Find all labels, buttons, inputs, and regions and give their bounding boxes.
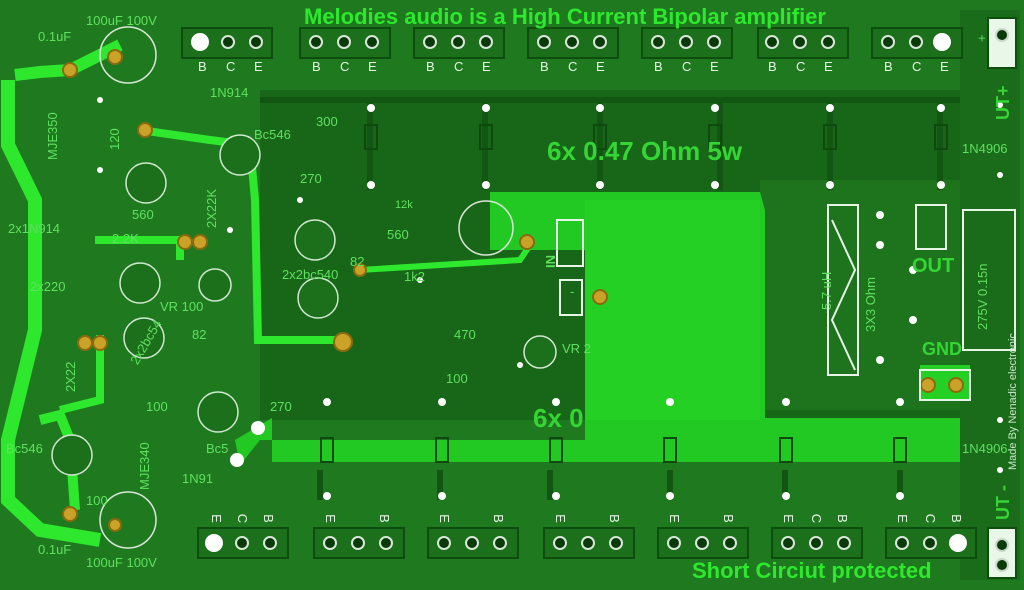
pin-label: C [340, 59, 350, 74]
pin-label: B [606, 514, 622, 523]
pin-label: E [894, 514, 910, 523]
diode-label: 1N4906 [962, 141, 1008, 156]
cap-label: 275V 0.15n [975, 263, 990, 330]
pin-label: C [454, 59, 464, 74]
vminus-label: UT - [993, 485, 1013, 520]
board-footer: Short Circiut protected [692, 558, 932, 583]
cap-label: 0.1uF [38, 542, 72, 557]
transistor-label: Bc5 [206, 441, 229, 456]
pin-label: B [834, 514, 850, 523]
minus-mark: - [570, 284, 575, 299]
resistor-label: 2.2K [112, 231, 139, 246]
pin-label: B [768, 59, 777, 74]
resistor-label: 300 [316, 114, 338, 129]
pin-label: E [596, 59, 605, 74]
board-title: Melodies audio is a High Current Bipolar… [304, 4, 826, 29]
pin-label: B [198, 59, 207, 74]
emitter-resistors-label: 6x 0.47 Ohm 5w [547, 136, 743, 166]
diode-label: 1N91 [182, 471, 214, 486]
pin-label: E [552, 514, 568, 523]
cap-label: 100uF 100V [86, 555, 157, 570]
resistor-label: 560 [132, 207, 154, 222]
pin-label: E [666, 514, 682, 523]
cap-label: 0.1uF [38, 29, 72, 44]
emitter-resistors-label-bottom: 6x 0 [533, 403, 584, 433]
ground-label: GND [922, 339, 962, 359]
resistor-label: 1k2 [404, 269, 425, 284]
pin-label: C [568, 59, 578, 74]
resistor-label: 3X3 Ohm [863, 277, 878, 332]
resistor-label: 270 [300, 171, 322, 186]
pin-label: C [912, 59, 922, 74]
transistor-label: Bc546 [6, 441, 43, 456]
pin-label: B [376, 514, 392, 523]
resistor-label: 100 [146, 399, 168, 414]
pin-label: E [482, 59, 491, 74]
plus-mark: + [974, 34, 989, 42]
input-label: IN [543, 255, 558, 268]
pin-label: B [490, 514, 506, 523]
resistor-label: 82 [192, 327, 207, 342]
pin-label: B [426, 59, 435, 74]
resistor-label: 2x220 [30, 279, 66, 294]
transistor-label: 2x2bc540 [282, 267, 339, 282]
transistor-label: MJE340 [137, 442, 152, 490]
pin-label: C [235, 513, 251, 524]
pin-label: B [312, 59, 321, 74]
diode-label: 1N914 [210, 85, 249, 100]
resistor-label: 2X22 [63, 361, 78, 392]
maker-label: Made By Nenadic electronic [1007, 333, 1019, 470]
pin-label: E [710, 59, 719, 74]
inductor-label: 5.7 uH [819, 271, 834, 310]
pin-label: C [226, 59, 236, 74]
pin-label: E [254, 59, 263, 74]
pin-label: C [682, 59, 692, 74]
vplus-label: UT+ [993, 85, 1013, 120]
resistor-label: 560 [387, 227, 409, 242]
resistor-label: 100 [446, 371, 468, 386]
pin-label: B [654, 59, 663, 74]
resistor-label: 120 [107, 128, 122, 150]
resistor-label: 470 [454, 327, 476, 342]
diode-label: 2x1N914 [8, 221, 61, 236]
pot-label: VR 2 [562, 341, 591, 356]
pin-label: B [260, 514, 276, 523]
pin-label: E [436, 514, 452, 523]
pin-label: E [368, 59, 377, 74]
pin-label: B [540, 59, 549, 74]
pin-label: B [948, 514, 964, 523]
diode-label: 1N4906 [962, 441, 1008, 456]
transistor-label: MJE350 [45, 112, 60, 160]
pot-label: VR 100 [160, 299, 204, 314]
resistor-label: 270 [270, 399, 292, 414]
pin-label: C [923, 513, 939, 524]
resistor-label: 100 [86, 493, 108, 508]
resistor-label: 82 [350, 254, 365, 269]
pin-label: E [940, 59, 949, 74]
output-label: OUT [912, 255, 955, 277]
pin-label: E [322, 514, 338, 523]
pin-label: B [720, 514, 736, 523]
transistor-label: Bc546 [254, 127, 291, 142]
resistor-label: 12k [395, 199, 413, 211]
pin-label: B [884, 59, 893, 74]
pin-label: E [208, 514, 224, 523]
resistor-label: 2X22K [204, 188, 219, 228]
pin-label: E [780, 514, 796, 523]
cap-label: 100uF 100V [86, 13, 157, 28]
pin-label: C [796, 59, 806, 74]
pin-label: E [824, 59, 833, 74]
pin-label: C [809, 513, 825, 524]
